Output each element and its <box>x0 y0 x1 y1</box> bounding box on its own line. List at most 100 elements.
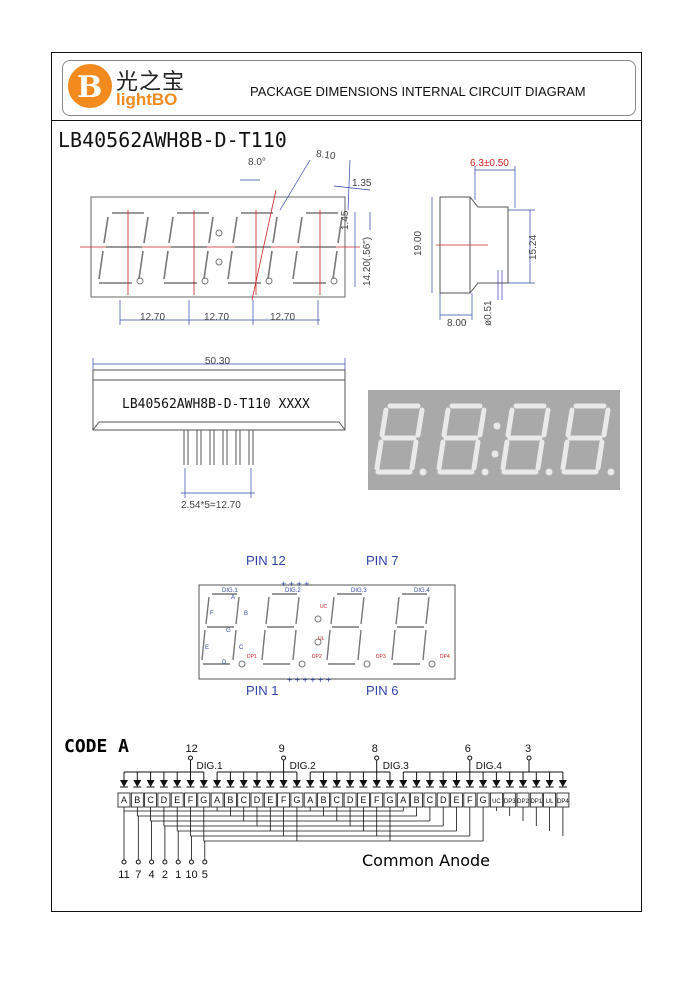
front-dp-1 <box>136 277 144 285</box>
diode-5 <box>186 780 195 787</box>
pv-dig1: DIG.1 <box>222 588 238 594</box>
seg-label-15: B <box>320 795 326 805</box>
seg-label-4: E <box>174 795 180 805</box>
anode-pin-dot-2 <box>281 755 287 761</box>
seg-label-28: UC <box>492 799 501 805</box>
bottom-pins <box>183 430 254 465</box>
label-pin-7: PIN 7 <box>366 553 399 568</box>
diode-7 <box>213 780 222 787</box>
diode-12 <box>279 780 288 787</box>
colon-lower <box>215 258 223 266</box>
dim-pin-dia: ø0.51 <box>483 300 494 326</box>
dig-pin-number-2: 9 <box>279 743 285 755</box>
dig-pin-number-1: 12 <box>186 743 198 755</box>
seg-label-12: F <box>281 795 287 805</box>
diode-21 <box>399 780 408 787</box>
dim-pitch-3: 12.70 <box>270 312 296 323</box>
seg-label-13: G <box>293 795 300 805</box>
diode-33 <box>558 780 567 787</box>
diode-8 <box>226 780 235 787</box>
pv-dig4: DIG.4 <box>414 588 430 594</box>
pin-view-body <box>198 584 456 680</box>
seg-label-14: A <box>307 795 313 805</box>
pv-dp1: DP1 <box>247 654 257 660</box>
front-digit-3 <box>227 212 278 284</box>
diode-0 <box>120 780 128 787</box>
seg-label-16: C <box>334 795 341 805</box>
diode-13 <box>292 780 301 787</box>
seg-label-31: DP1 <box>530 799 542 805</box>
diode-17 <box>346 780 355 787</box>
bottom-pin-number-0: 11 <box>118 869 129 881</box>
diode-28 <box>492 780 501 787</box>
pv-ul: UL <box>318 636 325 642</box>
seg-label-30: DP2 <box>517 799 529 805</box>
pv-seg-e: E <box>205 645 210 651</box>
pin-layout-view: + + + + + + + + + + <box>198 580 456 685</box>
diode-14 <box>306 780 315 787</box>
diode-19 <box>372 780 381 787</box>
logo-icon <box>68 64 112 108</box>
diode-32 <box>545 780 554 787</box>
seg-label-26: F <box>467 795 473 805</box>
common-anode-label: Common Anode <box>362 851 491 870</box>
bottom-pin-dot-4 <box>175 859 181 865</box>
diode-24 <box>439 780 448 787</box>
bottom-pin-number-2: 4 <box>149 869 155 881</box>
seg-label-11: E <box>267 795 273 805</box>
diode-30 <box>519 780 527 787</box>
dig-label-4: DIG.4 <box>476 761 503 772</box>
seg-label-27: G <box>480 795 487 805</box>
diode-16 <box>332 780 341 787</box>
bottom-pin-dot-2 <box>149 859 155 865</box>
bottom-pin-dot-0 <box>121 859 127 865</box>
pv-dp3: DP3 <box>376 654 386 660</box>
pv-seg-f: F <box>210 611 214 617</box>
diode-9 <box>239 780 248 787</box>
pv-seg-g: G <box>226 628 231 634</box>
seg-label-21: A <box>400 795 406 805</box>
colon-upper <box>215 229 223 237</box>
diode-11 <box>266 780 275 787</box>
display-preview <box>368 390 620 490</box>
logo-letter: B <box>77 70 103 105</box>
bottom-pin-number-4: 1 <box>175 869 181 881</box>
dim-pin-length: 15.24 <box>528 234 539 260</box>
part-number: LB40562AWH8B-D-T110 <box>58 128 287 152</box>
diode-18 <box>359 780 368 787</box>
dig-pin-number-4: 6 <box>465 743 471 755</box>
label-pin-1: PIN 1 <box>246 683 279 698</box>
dig-label-3: DIG.3 <box>383 761 410 772</box>
pv-seg-a: A <box>231 595 236 601</box>
front-dp-3 <box>265 277 273 285</box>
bottom-pin-number-1: 7 <box>135 869 141 881</box>
seg-label-10: D <box>254 795 261 805</box>
diode-6 <box>199 780 208 787</box>
seg-label-6: G <box>200 795 207 805</box>
dim-digit-height: 14.20(.56") <box>362 236 373 286</box>
diode-27 <box>479 780 488 787</box>
svg-text:+ + + + + +: + + + + + + <box>287 675 331 685</box>
extra-pin-number: 3 <box>525 743 531 755</box>
seg-label-18: E <box>360 795 366 805</box>
diode-25 <box>452 780 461 787</box>
dim-pin-pitch: 2.54*5=12.70 <box>181 500 241 511</box>
display-segments <box>374 403 611 475</box>
dig-pin-number-3: 8 <box>372 743 378 755</box>
sheet-title: PACKAGE DIMENSIONS INTERNAL CIRCUIT DIAG… <box>250 84 586 99</box>
drawing-frame <box>51 52 642 912</box>
seg-label-25: E <box>453 795 459 805</box>
title-block <box>62 60 636 116</box>
code-label: CODE A <box>64 736 130 757</box>
bottom-pin-number-6: 5 <box>202 869 208 881</box>
seg-label-23: C <box>427 795 434 805</box>
seg-label-5: F <box>188 795 194 805</box>
seg-label-33: DP4 <box>557 799 569 805</box>
pv-seg-d: D <box>222 660 227 666</box>
dim-height: 19.00 <box>413 230 424 256</box>
front-digit-1 <box>98 212 149 284</box>
front-dp-4 <box>330 277 338 285</box>
diode-29 <box>505 780 514 787</box>
dim-pitch-1: 12.70 <box>140 312 166 323</box>
